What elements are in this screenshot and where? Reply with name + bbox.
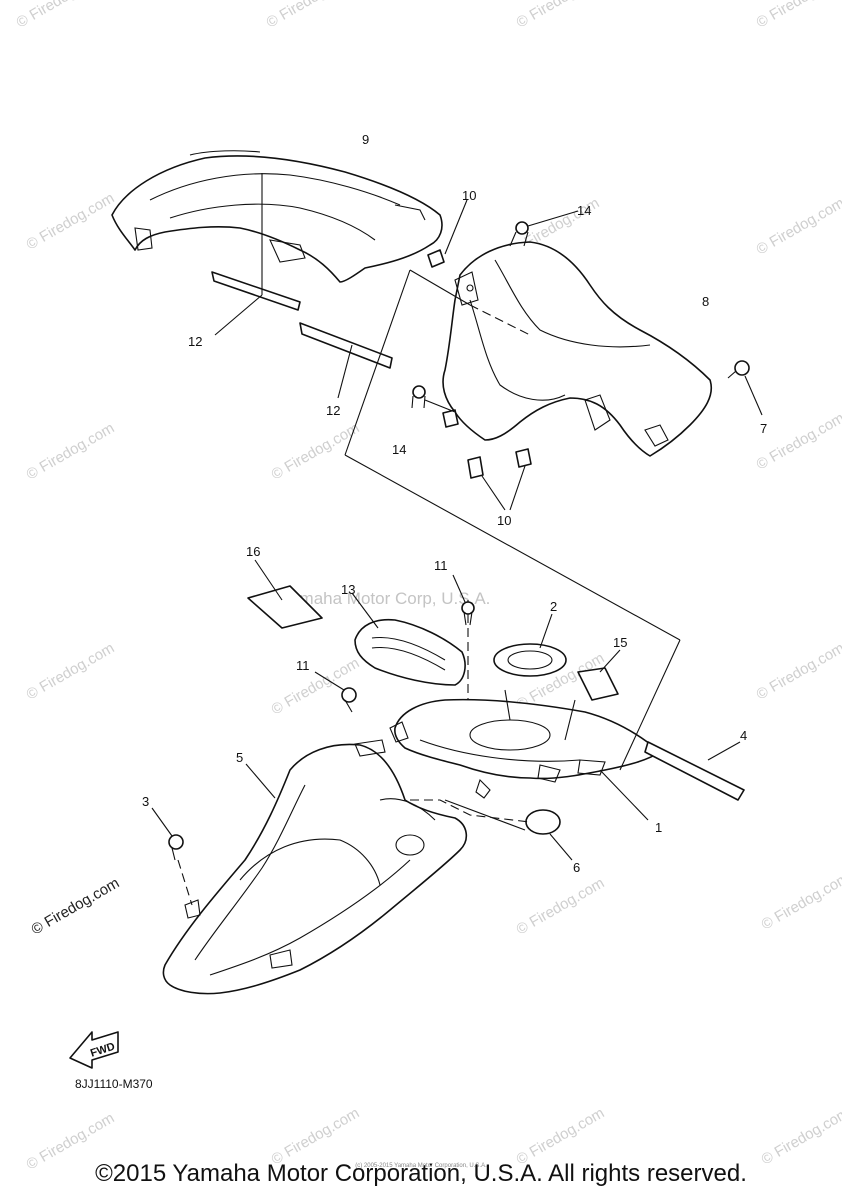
watermark: © Firedog.com: [269, 1104, 363, 1168]
part-9-upper-cover: [111, 150, 443, 283]
callout-4: 4: [740, 728, 747, 743]
part-7-screw: [727, 360, 763, 416]
callout-8: 8: [702, 294, 709, 309]
part-5-lower-cowl: [162, 739, 531, 995]
watermark-left-dark: © Firedog.com: [29, 874, 123, 938]
watermark: © Firedog.com: [754, 409, 842, 473]
part-4-strip: [644, 741, 745, 801]
callout-16: 16: [246, 544, 260, 559]
callout-12: 12: [326, 403, 340, 418]
watermark-layer: © Firedog.com © Firedog.com © Firedog.co…: [14, 0, 842, 1173]
callout-2: 2: [550, 599, 557, 614]
callout-10: 10: [497, 513, 511, 528]
watermark: © Firedog.com: [754, 194, 842, 258]
callout-6: 6: [573, 860, 580, 875]
watermark: © Firedog.com: [269, 419, 363, 483]
part-8-handlebar-cover: [442, 241, 712, 457]
callout-14: 14: [392, 442, 406, 457]
part-3-screw: [151, 807, 193, 906]
tiny-copyright: (c) 2005-2015 Yamaha Motor Corporation, …: [355, 1163, 487, 1169]
watermark: © Firedog.com: [754, 0, 842, 31]
callout-15: 15: [613, 635, 627, 650]
part-2-grommet: [493, 613, 567, 677]
part-11-bolts: [314, 574, 475, 713]
callout-7: 7: [760, 421, 767, 436]
callout-12: 12: [188, 334, 202, 349]
part-10-clips: [427, 199, 532, 511]
copyright-notice: ©2015 Yamaha Motor Corporation, U.S.A. A…: [95, 1160, 747, 1187]
watermark: © Firedog.com: [14, 0, 108, 31]
watermark: © Firedog.com: [24, 639, 118, 703]
center-watermark: Yamaha Motor Corp, U.S.A.: [280, 589, 490, 608]
watermark: © Firedog.com: [24, 419, 118, 483]
assembly-lines-top: [344, 269, 681, 750]
callout-10: 10: [462, 188, 476, 203]
watermark: © Firedog.com: [269, 654, 363, 718]
callout-5: 5: [236, 750, 243, 765]
watermark: © Firedog.com: [514, 0, 608, 31]
watermark: © Firedog.com: [759, 869, 842, 933]
watermark: © Firedog.com: [264, 0, 358, 31]
watermark: © Firedog.com: [759, 1104, 842, 1168]
diagram-code: 8JJ1110-M370: [75, 1077, 153, 1091]
callout-14: 14: [577, 203, 591, 218]
part-15-label: [577, 649, 621, 701]
callout-11: 11: [296, 658, 310, 673]
callout-labels: 9 10 14 8 12 12 14 7 10 16 11 13 2 15 11…: [142, 132, 767, 875]
part-13-vent: [351, 592, 466, 686]
part-12-strips: [211, 173, 393, 399]
fwd-arrow: FWD: [69, 1031, 119, 1069]
part-16-sticker: [247, 559, 323, 629]
part-6-cap: [525, 809, 573, 861]
callout-1: 1: [655, 820, 662, 835]
callout-13: 13: [341, 582, 355, 597]
callout-9: 9: [362, 132, 369, 147]
watermark: © Firedog.com: [754, 639, 842, 703]
assembly-lines-bottom: [444, 639, 681, 831]
callout-11: 11: [434, 558, 448, 573]
part-14-bolts: [411, 210, 579, 413]
watermark: © Firedog.com: [514, 1104, 608, 1168]
watermark: © Firedog.com: [24, 189, 118, 253]
callout-3: 3: [142, 794, 149, 809]
part-1-inner-panel: [389, 689, 661, 821]
watermark: © Firedog.com: [514, 874, 608, 938]
